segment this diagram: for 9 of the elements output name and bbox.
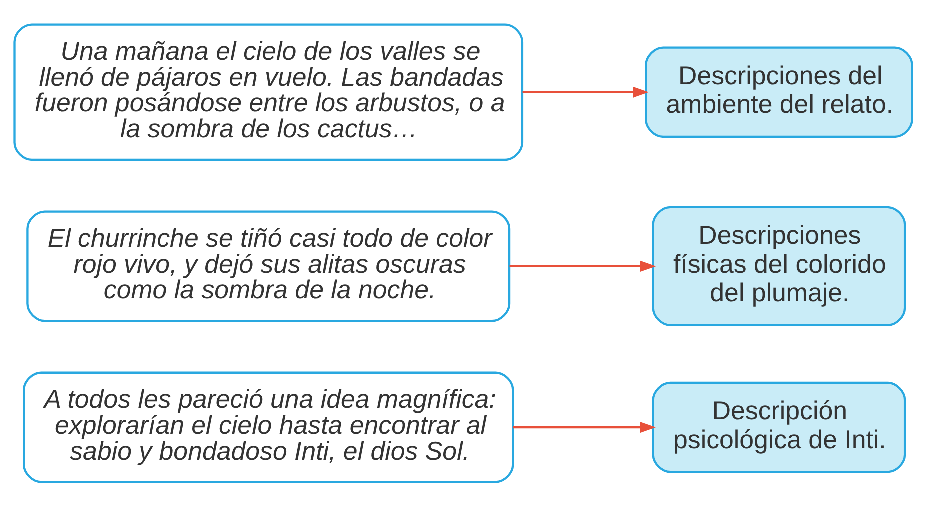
arrow — [509, 260, 656, 272]
node-box: Descripciones físicas del colorido del plumaje. — [652, 206, 906, 326]
node-box: Descripciones del ambiente del relato. — [644, 46, 913, 138]
node-box: A todos les pareció una idea magnífica: explorarían el cielo hasta encontrar al sabio y bondadoso Inti, el dios Sol. — [22, 372, 514, 484]
arrow — [512, 422, 656, 434]
node-box: Una mañana el cielo de los valles se llenó de pájaros en vuelo. Las bandadas fueron posándose entre los arbustos, o a la sombra de los cactus… — [13, 24, 524, 162]
arrow — [522, 86, 648, 98]
node-box: El churrinche se tiñó casi todo de color rojo vivo, y dejó sus alitas oscuras como la sombra de la noche. — [26, 210, 510, 322]
node-box: Descripción psicológica de Inti. — [652, 382, 906, 474]
